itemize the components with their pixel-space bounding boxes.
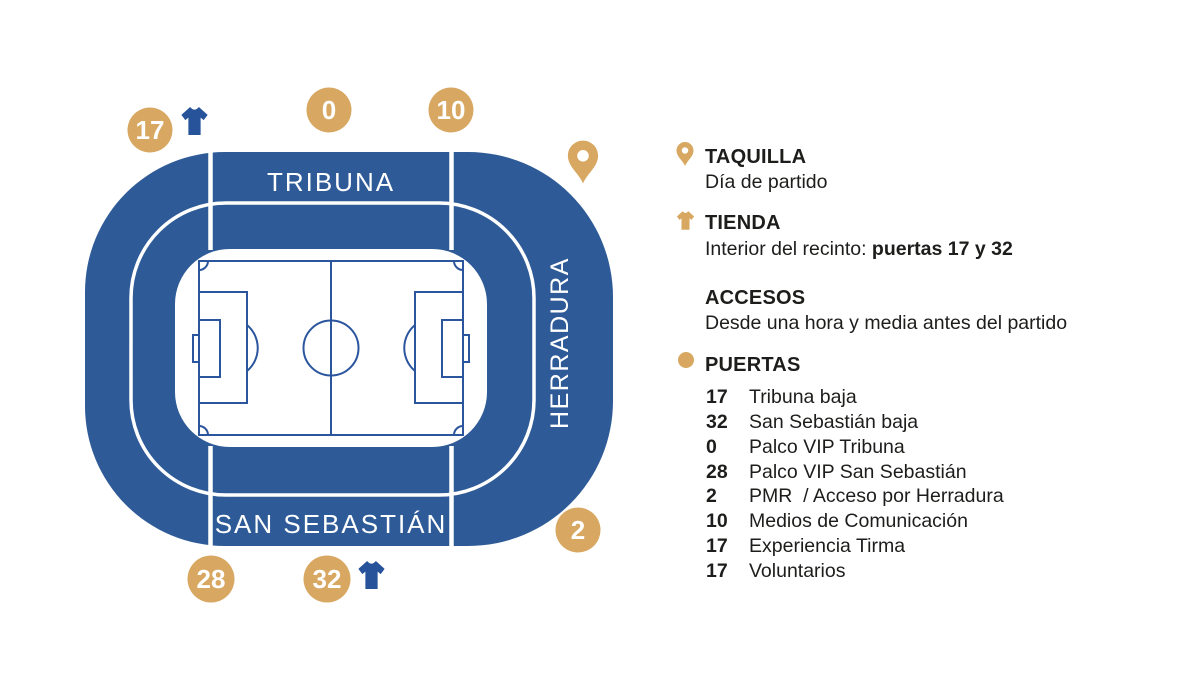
gate-number: 17 bbox=[706, 386, 728, 408]
gate-label: Experiencia Tirma bbox=[749, 535, 906, 558]
gate-list-item: 2 PMR / Acceso por Herradura bbox=[706, 484, 1004, 509]
shop-shirt-icon bbox=[676, 211, 695, 230]
gate-label: Voluntarios bbox=[749, 559, 846, 582]
svg-text:32: 32 bbox=[313, 564, 342, 594]
gate-list-item: 28 Palco VIP San Sebastián bbox=[706, 460, 1004, 485]
legend-desc-tienda: Interior del recinto: puertas 17 y 32 bbox=[705, 238, 1013, 261]
ring-divider-line bbox=[129, 201, 536, 497]
location-pin-icon bbox=[676, 142, 694, 166]
gate-badge-17-top: 17 bbox=[127, 107, 173, 153]
svg-text:2: 2 bbox=[571, 515, 585, 545]
gate-label: Palco VIP Tribuna bbox=[749, 435, 905, 458]
gate-label: San Sebastián baja bbox=[749, 410, 919, 433]
legend-title-tienda: TIENDA bbox=[705, 212, 781, 234]
gate-number: 10 bbox=[706, 510, 728, 533]
gate-list-item: 10 Medios de Comunicación bbox=[706, 509, 1004, 534]
gate-badge-10: 10 bbox=[428, 87, 474, 133]
legend-desc-taquilla: Día de partido bbox=[705, 171, 828, 193]
gate-number: 17 bbox=[706, 559, 728, 582]
gate-badge-28: 28 bbox=[187, 555, 235, 603]
legend-title-taquilla: TAQUILLA bbox=[705, 146, 807, 168]
gate-badge-2: 2 bbox=[555, 507, 601, 553]
gate-label: Medios de Comunicación bbox=[749, 510, 968, 533]
gate-badge-0: 0 bbox=[306, 87, 352, 133]
tienda-desc-prefix: Interior del recinto: bbox=[705, 238, 872, 260]
gate-number: 32 bbox=[706, 410, 728, 433]
tienda-desc-bold: puertas 17 y 32 bbox=[871, 238, 1013, 260]
football-pitch bbox=[192, 260, 470, 436]
gate-list-item: 32 San Sebastián baja bbox=[706, 410, 1004, 435]
gate-badge-32: 32 bbox=[303, 555, 351, 603]
gate-number: 28 bbox=[706, 460, 728, 483]
gate-number: 17 bbox=[706, 535, 728, 558]
gate-list-item: 17 Tribuna baja bbox=[706, 385, 1004, 410]
stand-label-tribuna: TRIBUNA bbox=[267, 167, 395, 197]
shop-shirt-icon bbox=[358, 561, 385, 589]
gate-number: 2 bbox=[706, 485, 717, 508]
gate-number: 0 bbox=[706, 435, 717, 458]
gate-label: Palco VIP San Sebastián bbox=[749, 460, 967, 483]
legend-title-puertas: PUERTAS bbox=[705, 354, 801, 376]
shop-shirt-icon bbox=[181, 107, 208, 135]
svg-text:17: 17 bbox=[136, 115, 165, 145]
gate-label: PMR / Acceso por Herradura bbox=[749, 485, 1004, 508]
gate-label: Tribuna baja bbox=[749, 386, 857, 408]
gate-list-item: 17 Experiencia Tirma bbox=[706, 534, 1004, 559]
gate-list-item: 0 Palco VIP Tribuna bbox=[706, 435, 1004, 460]
stadium-bowl bbox=[85, 152, 613, 546]
gate-dot-icon bbox=[678, 352, 694, 368]
svg-text:0: 0 bbox=[322, 95, 336, 125]
gate-list-item: 17 Voluntarios bbox=[706, 559, 1004, 584]
legend-desc-accesos: Desde una hora y media antes del partido bbox=[705, 312, 1068, 334]
legend-title-accesos: ACCESOS bbox=[705, 287, 806, 309]
stand-label-san-sebastian: SAN SEBASTIÁN bbox=[215, 509, 448, 539]
location-pin-icon bbox=[567, 140, 599, 184]
svg-text:10: 10 bbox=[437, 95, 466, 125]
stand-label-herradura: HERRADURA bbox=[546, 257, 574, 429]
svg-text:28: 28 bbox=[197, 564, 226, 594]
